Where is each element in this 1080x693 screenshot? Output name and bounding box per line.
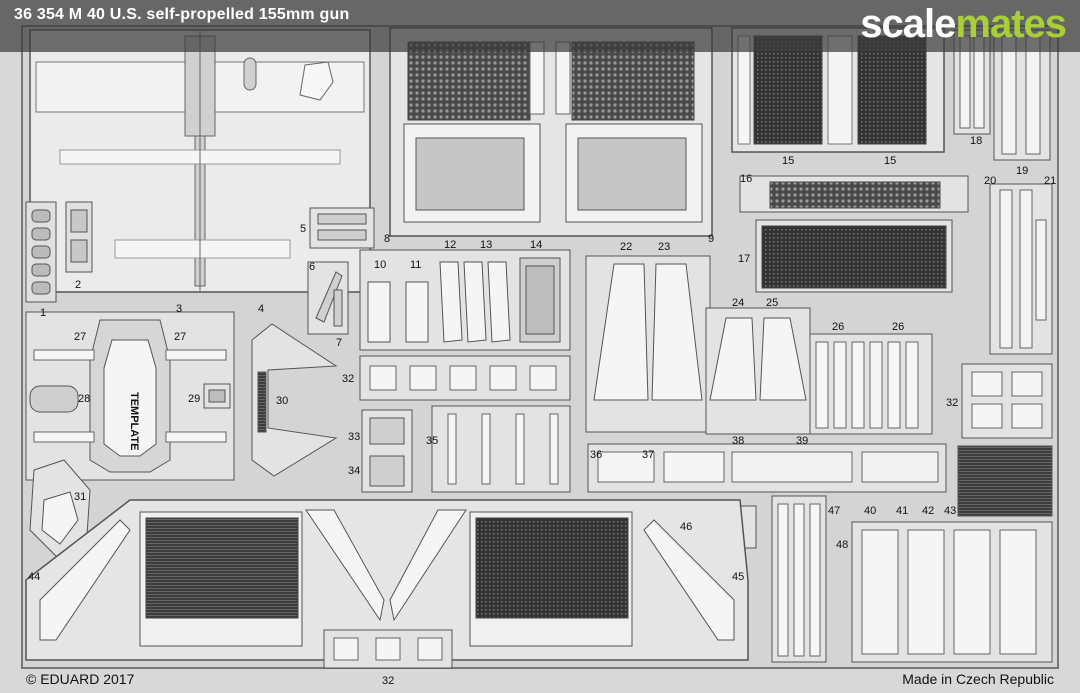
label-part-17: 17 xyxy=(738,253,750,265)
part-8-9-deck xyxy=(389,27,713,237)
part-32-middle xyxy=(359,355,571,401)
label-part-27b: 27 xyxy=(174,331,186,343)
part-22-23 xyxy=(585,255,711,433)
part-32-right xyxy=(961,363,1053,439)
label-part-41: 41 xyxy=(896,505,908,517)
label-part-31: 31 xyxy=(74,491,86,503)
label-part-34: 34 xyxy=(348,465,360,477)
part-5 xyxy=(309,207,375,249)
brand-part2: mates xyxy=(955,2,1067,46)
label-part-33: 33 xyxy=(348,431,360,443)
label-part-16: 16 xyxy=(740,173,752,185)
label-part-36: 36 xyxy=(590,449,602,461)
part-16-17 xyxy=(739,175,969,293)
label-part-48: 48 xyxy=(836,539,848,551)
part-10-14 xyxy=(359,249,571,351)
brand-part1: scale xyxy=(860,2,956,46)
made-in-text: Made in Czech Republic xyxy=(902,671,1054,687)
part-27-28-29 xyxy=(25,311,235,481)
part-35 xyxy=(431,405,571,493)
label-part-3: 3 xyxy=(176,303,182,315)
part-6-7 xyxy=(307,261,349,335)
part-1-2 xyxy=(25,201,93,303)
label-part-12: 12 xyxy=(444,239,456,251)
copyright-text: © EDUARD 2017 xyxy=(26,671,135,687)
label-part-15a: 15 xyxy=(782,155,794,167)
label-part-4: 4 xyxy=(258,303,264,315)
label-part-6: 6 xyxy=(309,261,315,273)
label-part-22: 22 xyxy=(620,241,632,253)
label-part-11: 11 xyxy=(410,259,421,271)
label-part-45: 45 xyxy=(732,571,744,583)
label-part-43: 43 xyxy=(944,505,956,517)
part-48 xyxy=(851,521,1053,663)
part-31 xyxy=(29,459,91,561)
label-part-47: 47 xyxy=(828,505,840,517)
label-part-10: 10 xyxy=(374,259,386,271)
part-26 xyxy=(809,333,933,435)
label-part-14: 14 xyxy=(530,239,542,251)
label-part-39: 39 xyxy=(796,435,808,447)
part-20-21 xyxy=(989,183,1053,355)
part-47 xyxy=(771,495,827,663)
part-36-42 xyxy=(587,443,947,493)
label-part-18: 18 xyxy=(970,135,982,147)
template-text: TEMPLATE xyxy=(128,392,140,450)
label-part-20: 20 xyxy=(984,175,996,187)
label-part-15b: 15 xyxy=(884,155,896,167)
label-part-38: 38 xyxy=(732,435,744,447)
part-32-bottom xyxy=(323,629,453,669)
label-part-9: 9 xyxy=(708,233,714,245)
label-part-28: 28 xyxy=(78,393,90,405)
label-part-25: 25 xyxy=(766,297,778,309)
header-bar: 36 354 M 40 U.S. self-propelled 155mm gu… xyxy=(0,0,1080,52)
label-part-29: 29 xyxy=(188,393,200,405)
brand-logo[interactable]: scalemates xyxy=(860,2,1067,47)
label-part-37: 37 xyxy=(642,449,654,461)
part-33-34 xyxy=(361,409,413,493)
label-part-1: 1 xyxy=(40,307,46,319)
label-part-8: 8 xyxy=(384,233,390,245)
label-part-27a: 27 xyxy=(74,331,86,343)
label-part-32a: 32 xyxy=(342,373,354,385)
label-part-40: 40 xyxy=(864,505,876,517)
label-part-5: 5 xyxy=(300,223,306,235)
label-part-26b: 26 xyxy=(892,321,904,333)
label-part-46: 46 xyxy=(680,521,692,533)
label-part-26a: 26 xyxy=(832,321,844,333)
label-part-19: 19 xyxy=(1016,165,1028,177)
label-part-24: 24 xyxy=(732,297,744,309)
part-44-45 xyxy=(25,499,749,661)
part-30 xyxy=(251,323,338,477)
label-part-35: 35 xyxy=(426,435,438,447)
label-part-32b: 32 xyxy=(946,397,958,409)
label-part-30: 30 xyxy=(276,395,288,407)
part-43 xyxy=(957,445,1053,517)
label-part-7: 7 xyxy=(336,337,342,349)
label-part-23: 23 xyxy=(658,241,670,253)
label-part-44: 44 xyxy=(28,571,40,583)
label-part-21: 21 xyxy=(1044,175,1056,187)
label-part-13: 13 xyxy=(480,239,492,251)
label-part-32c: 32 xyxy=(382,675,394,687)
sheet-title: 36 354 M 40 U.S. self-propelled 155mm gu… xyxy=(14,6,350,23)
label-part-2: 2 xyxy=(75,279,81,291)
label-part-42: 42 xyxy=(922,505,934,517)
part-24-25 xyxy=(705,307,811,435)
